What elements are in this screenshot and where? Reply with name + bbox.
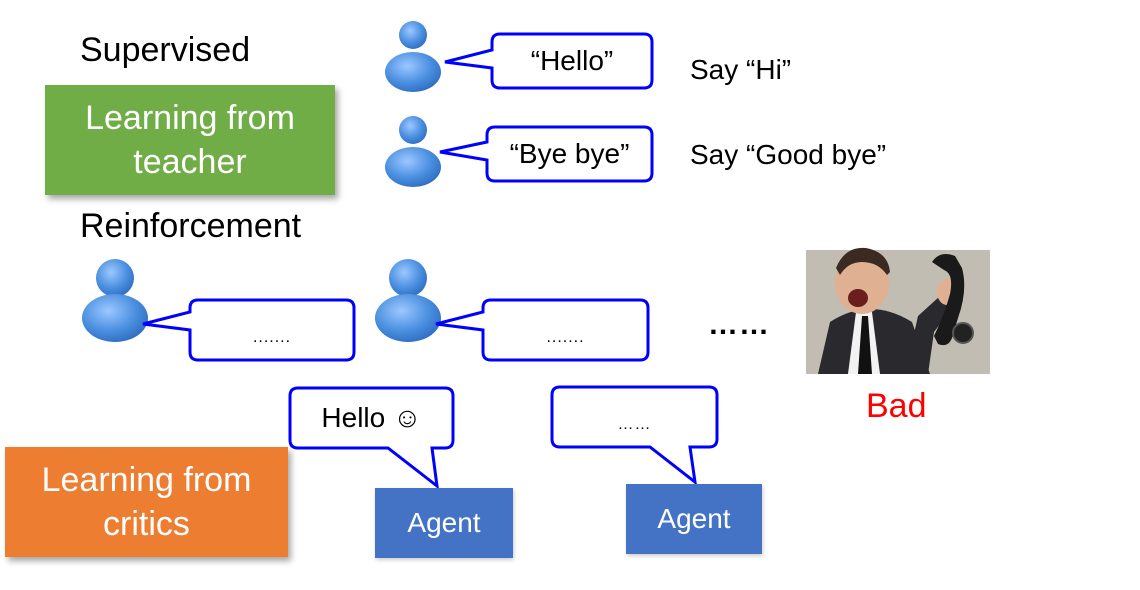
teacher-box-line1: Learning from xyxy=(85,99,295,137)
learning-from-critics-box: Learning from critics xyxy=(5,447,288,557)
critics-box-line1: Learning from xyxy=(41,461,252,499)
agent-box: Agent xyxy=(626,484,762,554)
bubble-dots-text: ....... xyxy=(252,329,292,346)
supervised-heading: Supervised xyxy=(80,31,251,69)
agent-bubble-hello-text: Hello ☺ xyxy=(321,402,422,433)
person-icon xyxy=(385,21,441,92)
speech-bubble xyxy=(142,298,356,362)
speech-bubble xyxy=(439,125,654,183)
person-icon xyxy=(82,259,148,342)
bubble-byebye-text: “Bye bye” xyxy=(509,138,630,169)
agent-speech-bubble xyxy=(550,385,719,486)
speech-bubble xyxy=(435,298,650,362)
response-say-hi: Say “Hi” xyxy=(690,54,792,85)
bubble-dots-text: ....... xyxy=(546,329,585,346)
agent-label: Agent xyxy=(407,507,481,538)
person-icon xyxy=(375,259,441,342)
speech-bubble xyxy=(444,32,654,90)
response-say-goodbye: Say “Good bye” xyxy=(690,139,887,170)
learning-from-teacher-box: Learning from teacher xyxy=(45,85,335,195)
angry-man-photo xyxy=(806,247,990,374)
agent-bubble-dots-text: …… xyxy=(617,416,652,433)
critics-box-line2: critics xyxy=(103,505,190,543)
reinforcement-heading: Reinforcement xyxy=(80,207,302,245)
agent-label: Agent xyxy=(657,503,731,534)
agent-box: Agent xyxy=(375,488,513,558)
agent-speech-bubble xyxy=(288,386,455,490)
feedback-bad: Bad xyxy=(866,387,927,425)
bubble-hello-text: “Hello” xyxy=(530,45,614,76)
ellipsis-more: …… xyxy=(708,308,770,341)
person-icon xyxy=(385,116,441,187)
teacher-box-line2: teacher xyxy=(133,143,247,181)
